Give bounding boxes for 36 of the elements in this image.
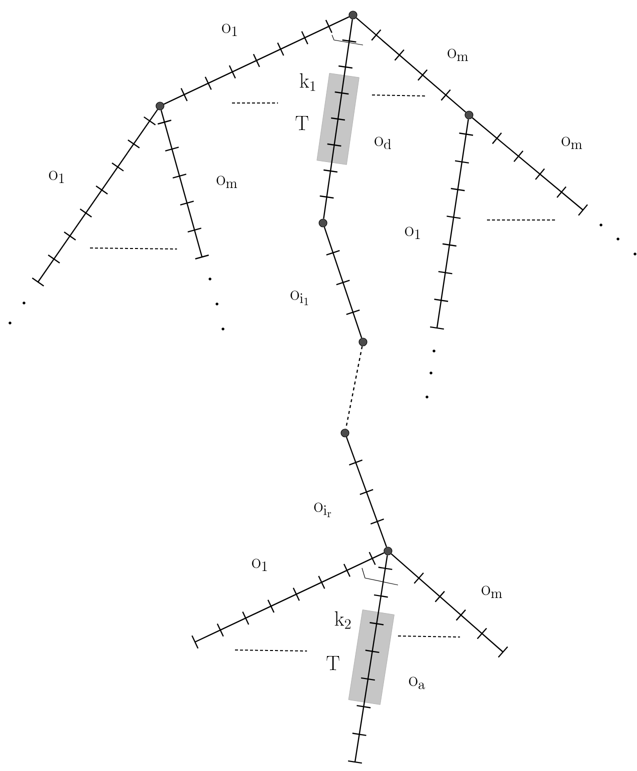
- variable-label: $T$: [296, 116, 308, 130]
- variable-label: $o_m$: [482, 586, 502, 598]
- variable-label: $o_{i_1}$: [290, 290, 308, 306]
- variable-label: $o_m$: [562, 136, 582, 150]
- scale-line: [324, 226, 362, 339]
- scale-line: [157, 110, 210, 260]
- variable-label: $o_a$: [409, 676, 425, 690]
- variable-label: $o_{i_r}$: [314, 502, 332, 518]
- variable-label: $o_1$: [405, 226, 420, 240]
- dashed-line: [345, 346, 363, 429]
- variable-label: $k_1$: [300, 73, 316, 91]
- variable-label: $T$: [326, 656, 340, 670]
- junction-dot: [464, 110, 474, 120]
- junction-dot: [384, 546, 392, 556]
- junction-dot: [358, 338, 368, 346]
- junction-dot: [348, 10, 358, 20]
- junction-dot: [156, 102, 164, 110]
- scale-line: [191, 551, 385, 649]
- scale-line: [347, 554, 393, 764]
- variable-label: $o_1$: [252, 558, 267, 572]
- variable-label: $o_m$: [448, 48, 468, 62]
- scale-line: [429, 118, 474, 330]
- junction-dot: [318, 218, 328, 228]
- variable-label: $o_1$: [49, 170, 64, 184]
- junction-dot: [340, 428, 350, 438]
- scale-line: [356, 17, 466, 113]
- variable-label: $o_m$: [216, 176, 238, 188]
- scale-line: [346, 436, 388, 548]
- scale-line: [32, 108, 158, 287]
- scale-line: [390, 553, 508, 658]
- scale-line: [472, 117, 588, 216]
- variable-label: $o_1$: [222, 24, 237, 36]
- scale-line: [319, 18, 357, 220]
- variable-label: $k_2$: [334, 611, 351, 629]
- variable-label: $o_d$: [374, 136, 391, 150]
- scale-line: [163, 16, 350, 105]
